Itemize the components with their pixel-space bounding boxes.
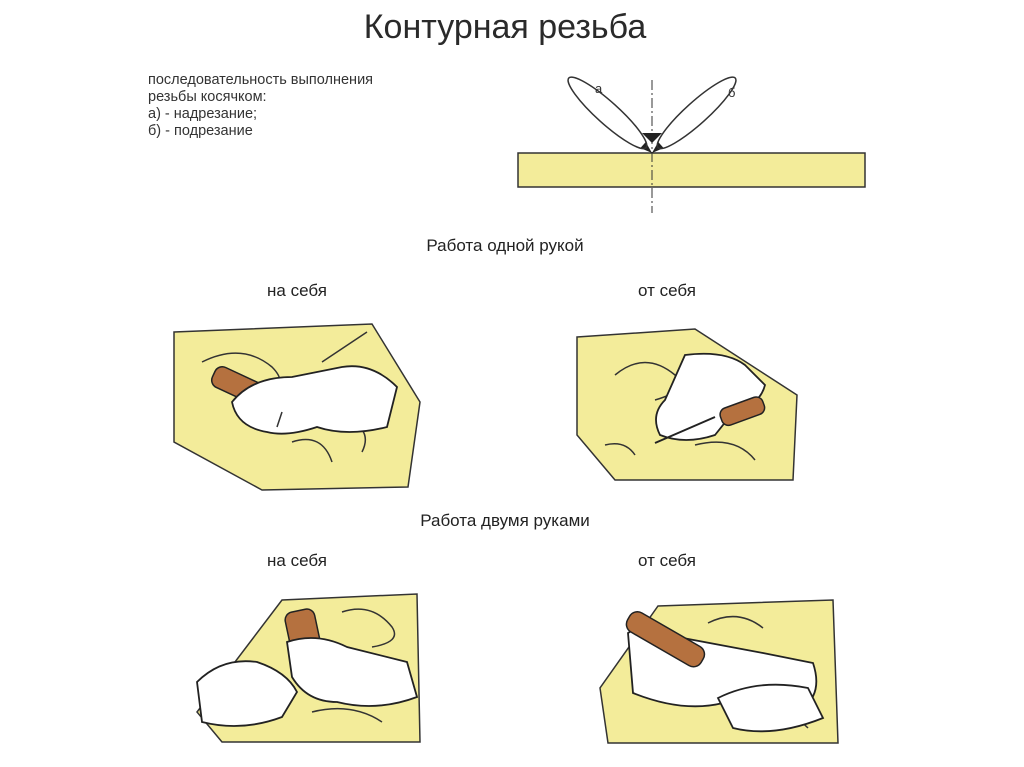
sequence-description: последовательность выполнения резьбы кос… xyxy=(148,72,373,140)
label-a: а xyxy=(595,81,603,96)
one-hand-heading: Работа одной рукой xyxy=(426,236,584,255)
label-b: б xyxy=(728,85,735,100)
illustration-one-hand-away xyxy=(576,328,798,481)
illustration-two-hands-toward xyxy=(196,593,421,743)
two-hands-heading: Работа двумя руками xyxy=(420,511,590,530)
sequence-line: б) - подрезание xyxy=(148,123,253,139)
illustration-two-hands-away xyxy=(599,599,839,744)
sequence-line: резьбы косячком: xyxy=(148,89,267,105)
knife-b xyxy=(652,76,737,153)
two-hands-toward-label: на себя xyxy=(267,551,327,570)
illustration-one-hand-toward xyxy=(173,323,421,491)
knife-cut-diagram: а б xyxy=(517,76,866,213)
one-hand-toward-label: на себя xyxy=(267,281,327,300)
sequence-line: а) - надрезание; xyxy=(148,106,258,122)
wood-board xyxy=(517,152,866,188)
page-title: Контурная резьба xyxy=(363,8,647,46)
two-hands-away-label: от себя xyxy=(638,551,696,570)
sequence-line: последовательность выполнения xyxy=(148,72,374,88)
one-hand-away-label: от себя xyxy=(638,281,696,300)
cut-point-marker xyxy=(642,133,662,143)
knife-a xyxy=(567,76,652,153)
